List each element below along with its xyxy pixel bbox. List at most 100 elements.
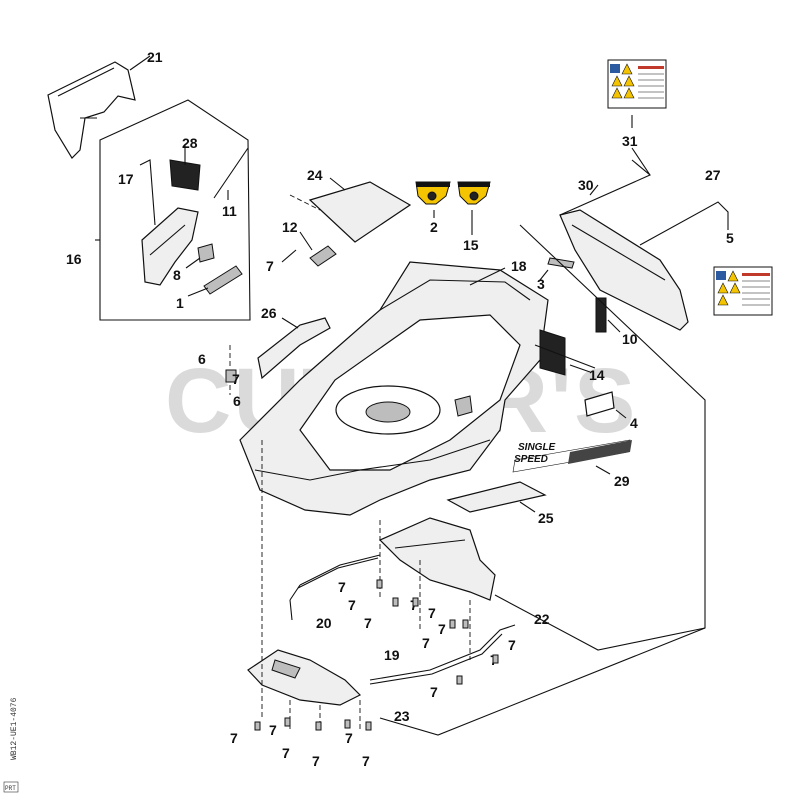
callout-5: 5	[726, 230, 734, 246]
leader-10	[607, 319, 621, 333]
callout-7: 7	[269, 722, 277, 738]
fastener-markers	[254, 579, 499, 731]
callout-30: 30	[578, 177, 594, 193]
callout-6-b: 6	[233, 393, 241, 409]
mount-part-23	[247, 649, 362, 706]
leader-30-31	[559, 147, 652, 216]
pin-part-3	[547, 257, 575, 269]
callout-7: 7	[348, 597, 356, 613]
leader-14	[569, 364, 591, 373]
callout-7: 7	[364, 615, 372, 631]
bracket-part-26	[257, 317, 331, 380]
callout-17: 17	[118, 171, 134, 187]
callout-7: 7	[508, 637, 516, 653]
callout-7: 7	[428, 605, 436, 621]
leader-7-top	[281, 249, 297, 263]
skirt-part-25	[446, 481, 547, 513]
baffle-detail	[394, 539, 466, 549]
leader-12	[299, 231, 313, 251]
leader-21	[129, 55, 151, 71]
rail-part-19	[369, 624, 516, 681]
callout-15: 15	[463, 237, 479, 253]
callout-24: 24	[307, 167, 323, 183]
warning-decal-31	[607, 59, 667, 109]
spring-part	[169, 159, 201, 191]
leader-27-5	[639, 201, 729, 246]
safety-label-15	[457, 181, 491, 205]
callout-3: 3	[537, 276, 545, 292]
leader-4	[615, 409, 627, 419]
warning-decal-5	[713, 266, 773, 316]
callout-8: 8	[173, 267, 181, 283]
badge-part-4	[584, 391, 615, 417]
guide-part-20	[289, 554, 381, 621]
flap-detail	[149, 224, 186, 256]
baffle-part-22	[378, 517, 496, 601]
bracket-22	[494, 594, 706, 651]
rear-cover-detail	[57, 67, 115, 119]
side-code: WB12-UE1-4076	[10, 697, 19, 760]
leader-3	[539, 269, 549, 281]
fastener-part-6	[225, 369, 237, 383]
mount-detail	[271, 659, 301, 679]
callout-22: 22	[534, 611, 550, 627]
callout-29: 29	[614, 473, 630, 489]
rear-plate-part	[308, 181, 412, 243]
callout-23: 23	[394, 708, 410, 724]
leader-1	[187, 287, 209, 297]
callout-14: 14	[589, 367, 605, 383]
leader-25	[519, 501, 536, 513]
callout-18: 18	[511, 258, 527, 274]
callout-7: 7	[282, 745, 290, 761]
callout-7: 7	[345, 730, 353, 746]
clip-part-8	[197, 243, 215, 263]
deflector-detail	[571, 224, 666, 281]
callout-20: 20	[316, 615, 332, 631]
dash-24	[289, 194, 321, 211]
callout-25: 25	[538, 510, 554, 526]
callout-10: 10	[622, 331, 638, 347]
leader-17	[139, 159, 156, 226]
callout-numbers: 21 28 17 11 16 8 1 24 12 7 2 15 18 26 6 …	[66, 49, 734, 769]
decal-text-speed: SPEED	[514, 454, 548, 465]
flap-part	[141, 207, 199, 286]
side-flag: PRT	[5, 785, 16, 792]
leader-26	[281, 317, 299, 329]
callout-7: 7	[230, 730, 238, 746]
leader-30	[589, 184, 599, 196]
leader-24	[329, 177, 346, 191]
callout-7: 7	[232, 371, 240, 387]
mower-deck-part-18	[239, 261, 566, 516]
callout-7-a: 7	[266, 258, 274, 274]
deflector-part-27	[559, 209, 689, 331]
side-flag-box	[3, 781, 19, 793]
guide-part-20b	[297, 557, 379, 589]
single-speed-decal-29: SINGLE SPEED	[512, 439, 632, 473]
callout-7: 7	[312, 753, 320, 769]
rod-part	[213, 147, 249, 199]
callout-11: 11	[222, 203, 237, 219]
callout-7: 7	[430, 684, 438, 700]
callout-21: 21	[147, 49, 163, 65]
leader-29	[595, 465, 611, 475]
callout-12: 12	[282, 219, 298, 235]
bracket-part-1	[203, 265, 243, 295]
callout-1: 1	[176, 295, 184, 311]
rear-cover-part	[47, 61, 136, 159]
latch-part-12	[309, 245, 337, 267]
callout-6-a: 6	[198, 351, 206, 367]
callout-26: 26	[261, 305, 277, 321]
clip-part-10	[595, 297, 607, 333]
callout-28: 28	[182, 135, 198, 151]
rail-part-19b	[369, 633, 503, 685]
callout-7: 7	[362, 753, 370, 769]
callout-27: 27	[705, 167, 721, 183]
decal-text-single: SINGLE	[518, 442, 556, 453]
safety-label-2	[415, 181, 451, 205]
callout-2: 2	[430, 219, 438, 235]
callout-7: 7	[422, 635, 430, 651]
callout-19: 19	[384, 647, 400, 663]
callout-31: 31	[622, 133, 638, 149]
kit-16-group	[47, 55, 251, 321]
